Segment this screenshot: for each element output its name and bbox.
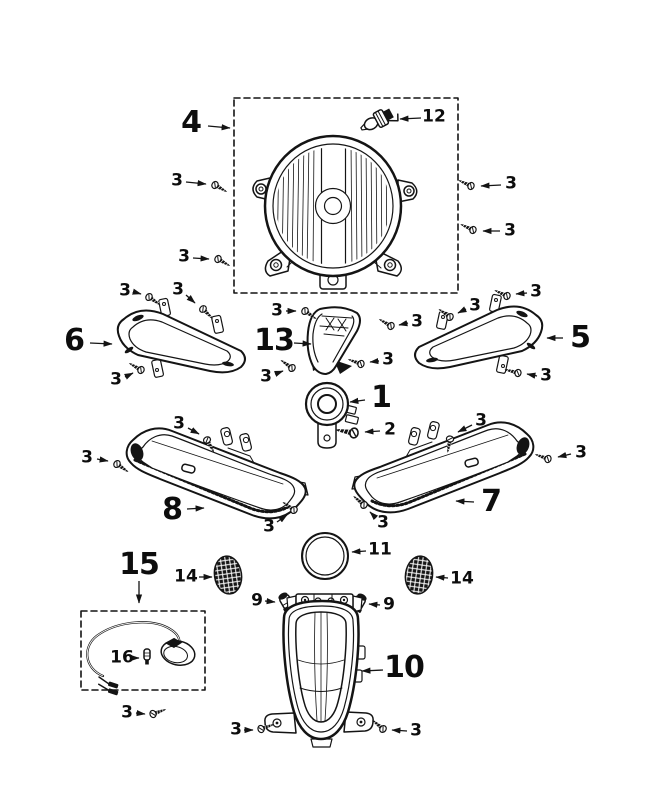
callout-arrow: [368, 601, 381, 608]
callout-arrow: [273, 370, 284, 377]
callout-arrow: [124, 372, 134, 380]
callout-arrow: [455, 498, 475, 505]
callout-arrow: [457, 306, 467, 314]
callout-arrow: [526, 372, 538, 379]
callout-arrow: [557, 452, 572, 459]
part-number-label: 3: [178, 246, 190, 267]
part-number-label: 15: [119, 547, 160, 582]
callout-arrow: [207, 124, 231, 131]
callout-arrow: [369, 511, 379, 521]
callout-arrow: [135, 709, 146, 717]
part-number-label: 3: [540, 365, 552, 386]
callout-arrow: [89, 340, 113, 347]
part-number-label: 3: [504, 220, 516, 241]
part-number-label: 13: [254, 323, 295, 358]
part-number-label: 3: [119, 280, 131, 301]
callout-arrow: [185, 180, 207, 187]
front-cover: [264, 599, 374, 748]
part-number-label: 2: [384, 419, 396, 440]
part-number-label: 3: [171, 170, 183, 191]
horn: [304, 381, 359, 449]
part-number-label: 3: [260, 366, 272, 387]
part-number-label: 1: [371, 380, 392, 415]
callout-arrow: [391, 727, 408, 734]
part-number-label: 3: [410, 720, 422, 741]
part-number-label: 3: [469, 295, 481, 316]
wiring-harness: [80, 610, 206, 696]
callout-arrow: [185, 294, 196, 304]
part-number-label: 14: [174, 566, 198, 587]
part-number-label: 9: [383, 594, 395, 615]
callout-arrow: [96, 456, 109, 463]
mesh-grille-right: [404, 555, 434, 595]
callout-arrow: [192, 255, 210, 262]
callout-arrow: [349, 397, 366, 404]
callout-arrow: [364, 428, 381, 435]
part-number-label: 3: [505, 173, 517, 194]
callout-arrow: [351, 548, 367, 555]
callout-arrow: [398, 320, 409, 327]
part-number-label: 3: [121, 702, 133, 723]
part-number-label: 3: [271, 300, 283, 321]
part-number-label: 3: [382, 349, 394, 370]
part-number-label: 3: [575, 442, 587, 463]
part-number-label: 3: [530, 281, 542, 302]
callout-arrow: [457, 424, 473, 433]
part-number-label: 12: [422, 106, 446, 127]
callout-arrow: [276, 514, 288, 523]
callout-arrow: [187, 427, 200, 435]
part-number-label: 6: [64, 323, 85, 358]
part-number-label: 16: [110, 647, 134, 668]
part-number-label: 3: [263, 516, 275, 537]
part-number-label: 7: [481, 484, 502, 519]
part-number-label: 4: [181, 105, 202, 140]
part-number-label: 3: [81, 447, 93, 468]
center-garnish: [306, 306, 361, 375]
callout-arrow: [186, 505, 205, 512]
callout-arrow: [399, 115, 422, 122]
part-number-label: 3: [172, 279, 184, 300]
part-number-label: 3: [230, 719, 242, 740]
indicator-bulb: [143, 648, 151, 665]
headlight-assembly: [252, 134, 418, 290]
part-number-label: 9: [251, 590, 263, 611]
part-number-label: 10: [384, 650, 425, 685]
part-number-label: 5: [570, 320, 591, 355]
callout-arrow: [480, 182, 502, 189]
part-number-label: 11: [368, 539, 392, 560]
callout-arrow: [264, 598, 276, 605]
part-number-label: 3: [173, 413, 185, 434]
part-number-label: 3: [110, 369, 122, 390]
headlight-bulb: [360, 108, 399, 131]
part-number-label: 14: [450, 568, 474, 589]
callout-arrow: [435, 574, 449, 581]
callout-arrow: [293, 340, 312, 347]
callout-arrow: [132, 288, 142, 295]
front-reflector: [301, 532, 349, 580]
headlight-dashed-box: [233, 97, 459, 294]
callout-arrow: [369, 357, 380, 365]
part-number-label: 8: [162, 492, 183, 527]
mesh-grille-left: [213, 555, 243, 595]
callout-arrow: [361, 667, 384, 674]
callout-arrow: [515, 290, 528, 297]
part-number-label: 3: [377, 512, 389, 533]
harness-dashed-box: [80, 610, 206, 691]
part-number-label: 3: [475, 410, 487, 431]
part-number-label: 3: [411, 311, 423, 332]
